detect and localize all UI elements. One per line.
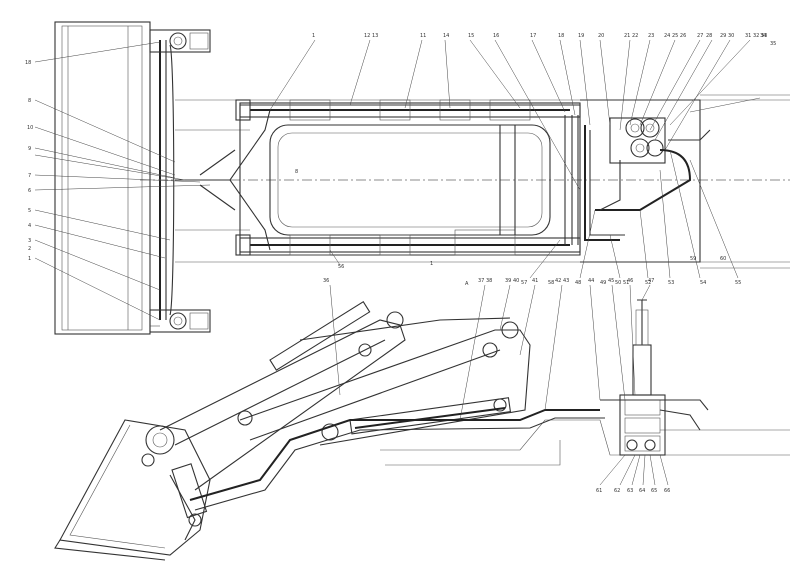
lower-cylinder-head	[149, 309, 211, 333]
bucket-outline	[54, 21, 151, 335]
callout: 61	[596, 488, 602, 494]
callout: 14	[443, 33, 449, 39]
callout: 9	[28, 146, 31, 152]
labels-top-left: 18 8 10 9 7 6 5 4 3 2 1	[25, 60, 33, 262]
upper-lift-cylinder	[235, 99, 581, 121]
svg-text:A: A	[465, 281, 469, 287]
callout: 48	[575, 280, 581, 286]
callout: 1	[312, 33, 315, 39]
callout: 52	[645, 280, 651, 286]
labels-side: 36 37 38 39 40 41 42 43 44 45 46 47 61 6…	[323, 33, 776, 494]
callout: 18	[25, 60, 31, 66]
callout: 16	[493, 33, 499, 39]
svg-text:8: 8	[295, 169, 298, 175]
plan-view: 8 1 A	[54, 21, 790, 335]
callout: 47	[648, 278, 654, 284]
callout: 28	[706, 33, 712, 39]
callout: 2	[28, 246, 31, 252]
labels-top: 1 12 13 11 14 15 16 17 18 19 20 21 22 23…	[312, 33, 767, 39]
leaders-plan-bottom	[329, 149, 739, 279]
callout: 59	[690, 256, 696, 262]
callout: 63	[627, 488, 633, 494]
callout: 6	[28, 188, 31, 194]
callout: 60	[720, 256, 726, 262]
callout: 37 38	[478, 278, 492, 284]
callout: 36	[323, 278, 329, 284]
control-valve	[600, 299, 709, 456]
side-view	[54, 299, 790, 561]
callout: 31 32 33	[745, 33, 767, 39]
callout: 18	[558, 33, 564, 39]
callout: 21 22	[624, 33, 638, 39]
callout: 56	[338, 264, 344, 270]
callout: 35	[770, 41, 776, 47]
callout: 7	[28, 173, 31, 179]
callout: 4	[28, 223, 31, 229]
callout: 29 30	[720, 33, 734, 39]
callout: 27	[697, 33, 703, 39]
callout: 58	[548, 280, 554, 286]
callout: 53	[668, 280, 674, 286]
side-boom	[159, 300, 531, 541]
upper-cylinder-head	[149, 29, 211, 53]
callout: 12 13	[364, 33, 378, 39]
callout: 46	[627, 278, 633, 284]
callout: 65	[651, 488, 657, 494]
callout: 1	[28, 256, 31, 262]
labels-plan-bottom: 48 49 50 51 52 53 54 55	[575, 280, 741, 286]
callout: 15	[468, 33, 474, 39]
callout: 49	[600, 280, 606, 286]
side-bucket	[54, 419, 211, 561]
callout: 8	[28, 98, 31, 104]
svg-text:1: 1	[430, 261, 433, 267]
callout: 45	[608, 278, 614, 284]
callout: 44	[588, 278, 594, 284]
callout: 66	[664, 488, 670, 494]
lower-lift-cylinder	[235, 229, 581, 256]
callout: 34	[760, 33, 766, 39]
callout: 19	[578, 33, 584, 39]
callout: 62	[614, 488, 620, 494]
callout: 24 25 26	[664, 33, 686, 39]
pump-cluster	[595, 117, 711, 211]
callout: 11	[420, 33, 426, 39]
callout: 50 51	[615, 280, 629, 286]
callout: 55	[735, 280, 741, 286]
leaders-side	[329, 284, 669, 486]
callout: 39 40	[505, 278, 519, 284]
callout: 10	[27, 125, 33, 131]
leaders-top-left	[34, 41, 211, 321]
leaders-top	[269, 39, 751, 191]
callout: 64	[639, 488, 645, 494]
callout: 54	[700, 280, 706, 286]
callout: 3	[28, 238, 31, 244]
callout: 17	[530, 33, 536, 39]
callout: 20	[598, 33, 604, 39]
callout: 5	[28, 208, 31, 214]
callout: 57	[521, 280, 527, 286]
callout: 42 43	[555, 278, 569, 284]
callout: 41	[532, 278, 538, 284]
callout: 23	[648, 33, 654, 39]
